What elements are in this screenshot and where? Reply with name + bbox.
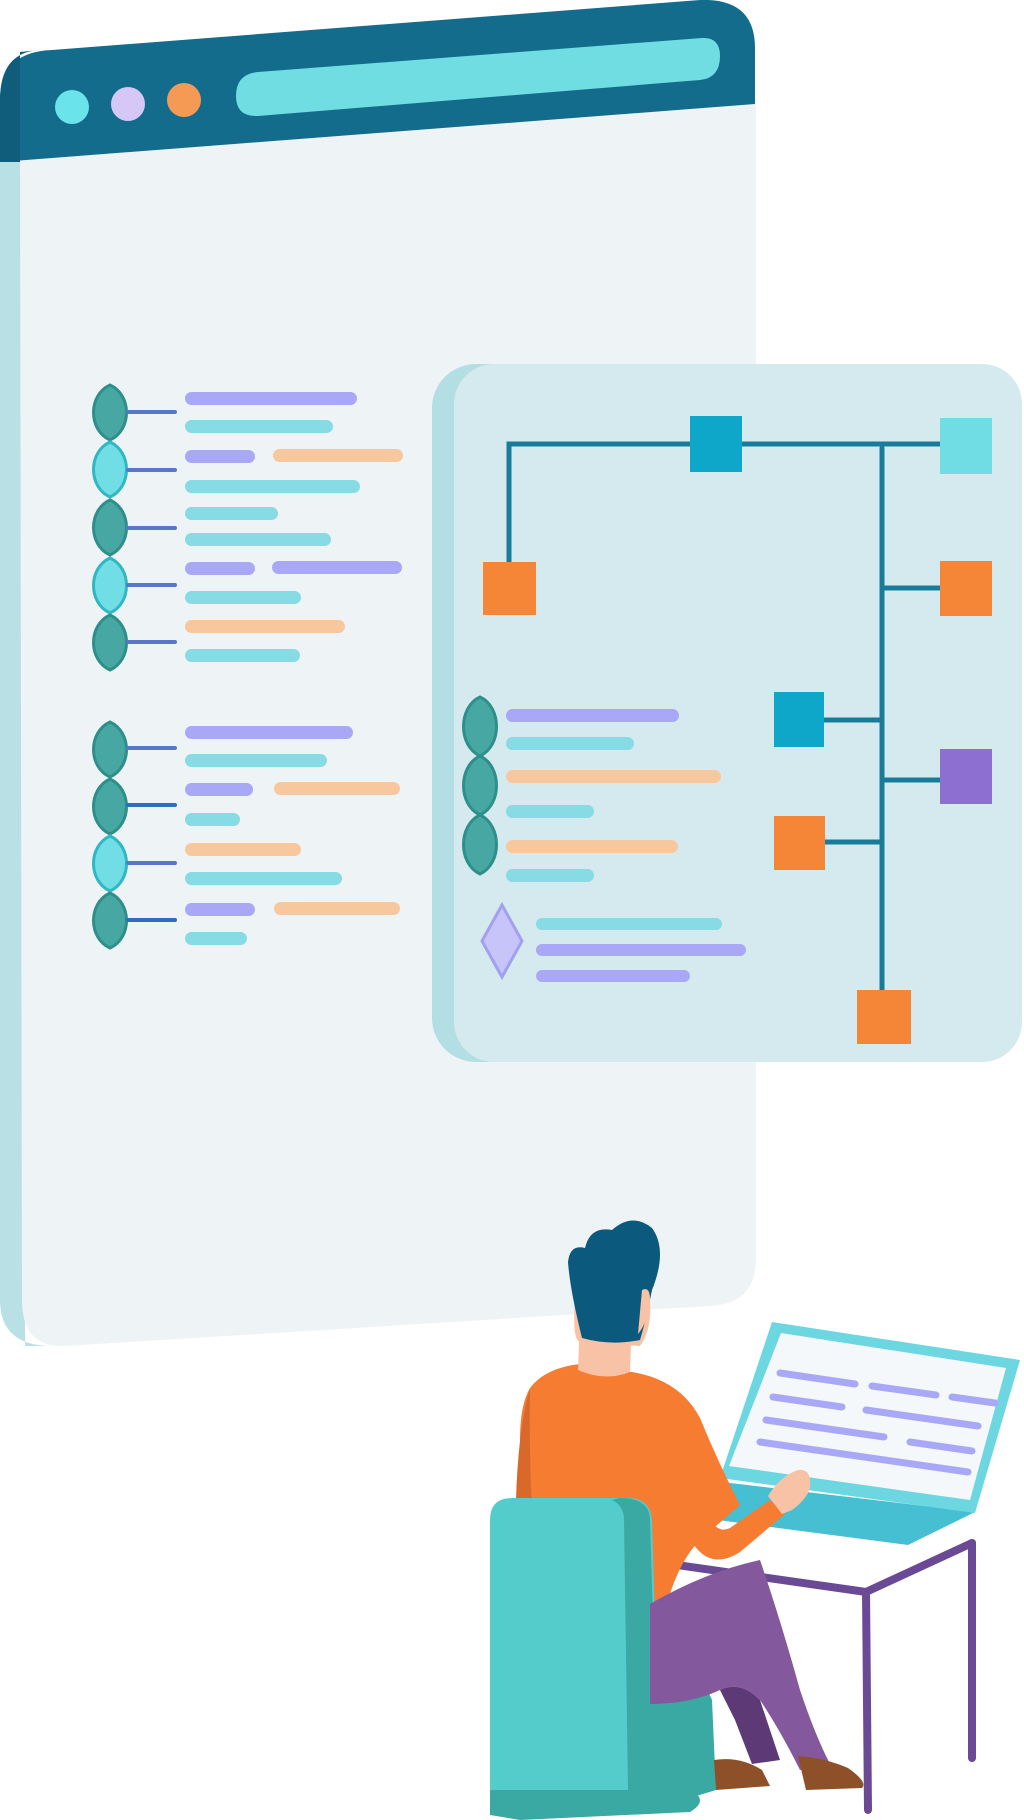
tree-node-bullet-icon (92, 834, 128, 893)
outline-row (92, 440, 403, 499)
tree-node-square-icon[interactable] (857, 990, 911, 1044)
tree-node-bullet-icon (92, 498, 128, 557)
outline-row (92, 834, 342, 893)
developer-leg (650, 1560, 830, 1770)
outline-row (92, 720, 353, 779)
code-line (185, 591, 301, 604)
code-line (185, 843, 301, 856)
code-line (272, 561, 402, 574)
code-line (185, 562, 255, 575)
tree-node-square-icon[interactable] (774, 692, 824, 747)
desk (596, 1539, 976, 1814)
window-dot-icon[interactable] (167, 83, 201, 117)
outline-row (92, 891, 400, 950)
developer-leg-back (720, 1686, 780, 1764)
tree-node-bullet-icon (92, 383, 128, 442)
code-line (185, 903, 255, 916)
code-line (536, 918, 722, 930)
tree-node-bullet-icon (92, 777, 128, 836)
code-line (185, 813, 240, 826)
code-line (185, 533, 331, 546)
developer-scene (490, 1220, 1020, 1820)
code-line (274, 782, 400, 795)
tree-node-bullet-icon (92, 891, 128, 950)
card-outline (462, 695, 746, 982)
developer-arm (660, 1410, 785, 1560)
developer-hand (768, 1469, 811, 1514)
code-line (185, 726, 353, 739)
chair-seat-front (640, 1676, 716, 1810)
laptop-base (672, 1478, 975, 1545)
code-line (506, 737, 634, 750)
tree-node-square-icon[interactable] (940, 749, 992, 804)
outline-row (92, 383, 357, 442)
address-bar[interactable] (236, 37, 720, 117)
code-line (185, 932, 247, 945)
tree-node-square-icon[interactable] (483, 562, 536, 615)
tree-node-bullet-icon (92, 440, 128, 499)
developer-hair (568, 1220, 660, 1343)
code-line (506, 805, 594, 818)
tree-node-square-icon[interactable] (690, 416, 742, 472)
code-line (185, 420, 333, 433)
tree-card (432, 364, 1022, 1062)
tree-node-square-icon[interactable] (940, 561, 992, 616)
code-line (185, 392, 357, 405)
code-line (273, 449, 403, 462)
tree-node-square-icon[interactable] (774, 816, 825, 870)
window-edge (0, 140, 52, 1346)
outline-row (92, 613, 345, 672)
code-line (536, 970, 690, 982)
tree-node-bullet-icon (92, 613, 128, 672)
code-line (506, 770, 721, 783)
code-line (506, 709, 679, 722)
code-line (185, 649, 300, 662)
laptop-screen-lines (756, 1369, 999, 1476)
tree-node-square-icon[interactable] (940, 418, 992, 474)
tree-node-bullet-icon (462, 754, 498, 817)
window-dot-icon[interactable] (111, 87, 145, 121)
code-line (185, 620, 345, 633)
code-line (274, 902, 400, 915)
code-line (185, 507, 278, 520)
tree-node-bullet-icon (92, 720, 128, 779)
tree-lines (506, 441, 948, 1003)
tree-node-bullet-icon (462, 695, 498, 758)
laptop[interactable] (672, 1322, 1020, 1545)
code-line (185, 450, 255, 463)
code-line (536, 944, 746, 956)
outline-row (92, 556, 402, 615)
code-line (506, 840, 678, 853)
tree-node-bullet-icon (462, 813, 498, 876)
code-line (185, 480, 360, 493)
developer-shoe (798, 1756, 864, 1790)
chair-seat (490, 1790, 700, 1820)
code-outline-left (92, 383, 403, 950)
developer-ear (638, 1289, 650, 1334)
developer-shoe (714, 1759, 770, 1790)
chair-back (490, 1498, 660, 1790)
code-line (185, 754, 327, 767)
tree-node-bullet-icon (92, 556, 128, 615)
diamond-icon (480, 901, 524, 981)
code-line (506, 869, 594, 882)
outline-row (92, 777, 400, 836)
code-line (185, 783, 253, 796)
window-dot-icon[interactable] (55, 90, 89, 124)
outline-row (92, 498, 331, 557)
code-line (185, 872, 342, 885)
window-titlebar-shade (0, 50, 40, 162)
